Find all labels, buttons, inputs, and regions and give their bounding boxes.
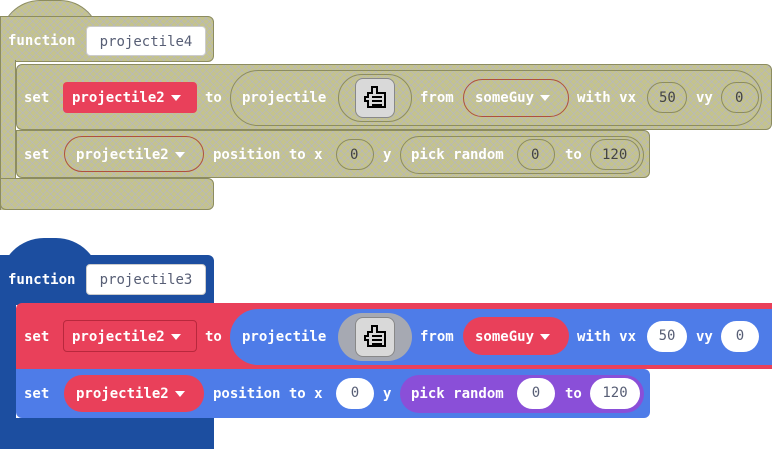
position-label: position to x bbox=[213, 386, 323, 402]
random-min-value: 0 bbox=[531, 147, 540, 163]
random-max-input[interactable]: 120 bbox=[590, 378, 640, 409]
x-input[interactable] bbox=[336, 139, 374, 170]
sprite-dropdown-label: someGuy bbox=[475, 89, 551, 107]
variable-dropdown-label: projectile2 bbox=[72, 89, 181, 107]
dropdown-arrow-icon bbox=[170, 95, 181, 101]
vy-value: 0 bbox=[735, 90, 744, 106]
projectile-label: projectile bbox=[242, 329, 327, 345]
function-footer bbox=[0, 178, 214, 210]
function-keyword: function bbox=[8, 272, 76, 288]
dropdown-arrow-icon bbox=[540, 334, 551, 340]
to-label: to bbox=[205, 90, 222, 106]
position-label: position to x bbox=[213, 147, 323, 163]
vy-input[interactable]: 0 bbox=[721, 321, 759, 352]
x-input[interactable]: 0 bbox=[336, 378, 374, 409]
vy-input[interactable] bbox=[721, 82, 759, 113]
from-label: from bbox=[420, 90, 454, 106]
random-max-value: 120 bbox=[602, 147, 628, 163]
function-body-arm bbox=[0, 300, 16, 449]
to-label: to bbox=[565, 147, 582, 163]
dropdown-arrow-icon bbox=[174, 152, 185, 158]
y-label: y bbox=[383, 386, 392, 402]
random-min-input[interactable] bbox=[517, 139, 555, 170]
vx-label: with vx bbox=[577, 90, 637, 106]
pick-random-label: pick random bbox=[411, 147, 504, 163]
variable-dropdown-label: projectile2 bbox=[76, 146, 185, 164]
function-keyword: function bbox=[8, 33, 76, 49]
image-thumbnail-icon[interactable] bbox=[355, 78, 395, 118]
vx-label: with vx bbox=[577, 329, 637, 345]
to-label: to bbox=[205, 329, 222, 345]
function-name-input[interactable]: projectile4 bbox=[86, 26, 206, 56]
function-footer bbox=[0, 418, 214, 449]
set-label: set bbox=[24, 90, 50, 106]
image-thumbnail-icon[interactable] bbox=[355, 317, 395, 357]
variable-dropdown-label: projectile2 bbox=[72, 328, 181, 346]
set-label: set bbox=[24, 329, 50, 345]
vx-input[interactable] bbox=[647, 82, 687, 113]
sprite-dropdown[interactable] bbox=[463, 79, 569, 117]
set-label: set bbox=[24, 147, 50, 163]
vy-label: vy bbox=[696, 90, 713, 106]
vx-value: 50 bbox=[659, 90, 676, 106]
sprite-dropdown[interactable] bbox=[463, 317, 569, 355]
y-label: y bbox=[383, 147, 392, 163]
pick-random-label: pick random bbox=[411, 386, 504, 402]
from-label: from bbox=[420, 329, 454, 345]
random-max-input[interactable] bbox=[590, 139, 640, 170]
sprite-dropdown-label: someGuy bbox=[475, 328, 551, 346]
to-label: to bbox=[565, 386, 582, 402]
set-label: set bbox=[24, 386, 50, 402]
function-body-arm bbox=[0, 60, 16, 210]
dropdown-arrow-icon bbox=[170, 334, 181, 340]
variable-dropdown-label: projectile2 bbox=[76, 385, 185, 403]
function-name-input[interactable]: projectile3 bbox=[86, 264, 206, 295]
vx-input[interactable]: 50 bbox=[647, 321, 687, 352]
vy-label: vy bbox=[696, 329, 713, 345]
dropdown-arrow-icon bbox=[174, 391, 185, 397]
random-min-input[interactable]: 0 bbox=[517, 378, 555, 409]
projectile-label: projectile bbox=[242, 90, 327, 106]
dropdown-arrow-icon bbox=[540, 95, 551, 101]
x-value: 0 bbox=[350, 147, 359, 163]
